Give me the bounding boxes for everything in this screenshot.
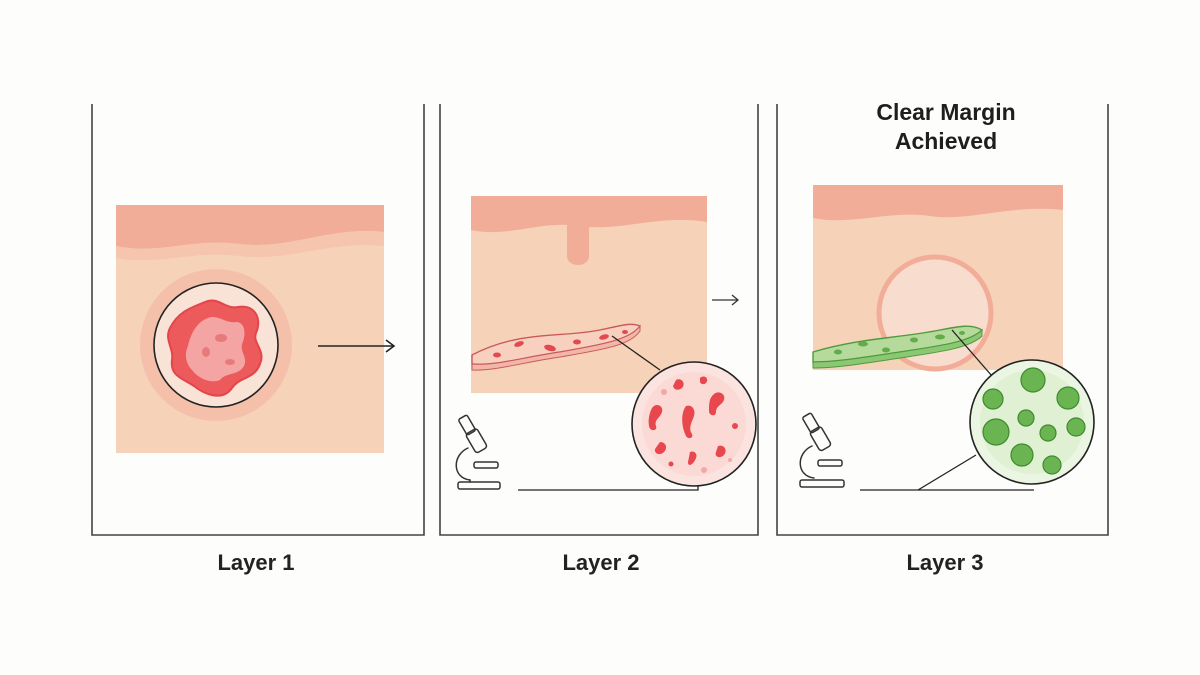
caption-layer-3: Layer 3: [906, 550, 984, 575]
title-line: Clear Margin: [876, 99, 1016, 125]
callout-line: [860, 454, 977, 491]
panel-layer-1: [91, 104, 425, 536]
microscope-icon: [455, 414, 501, 490]
caption-layer-2: Layer 2: [562, 550, 640, 575]
panel-frame: [91, 104, 425, 536]
magnifier-circle-icon: [631, 361, 757, 487]
callout-line: [951, 329, 993, 377]
microscope-icon: [799, 412, 845, 488]
tissue-layer-sample: [471, 323, 642, 371]
callout-line: [611, 335, 661, 371]
clear-margin-title: Clear Margin Achieved: [836, 98, 1056, 156]
arrow-right-icon: [318, 339, 396, 353]
panel-frame: [439, 104, 759, 536]
title-line: Achieved: [894, 128, 998, 154]
panel-frame: [776, 104, 1109, 536]
arrow-right-icon: [712, 294, 740, 306]
panel-layer-3: [776, 104, 1109, 536]
magnifier-circle-icon: [969, 359, 1095, 485]
callout-line: [518, 486, 699, 491]
caption-layer-1: Layer 1: [217, 550, 295, 575]
tissue-layer-sample: [812, 325, 984, 369]
panel-layer-2: [439, 104, 759, 536]
